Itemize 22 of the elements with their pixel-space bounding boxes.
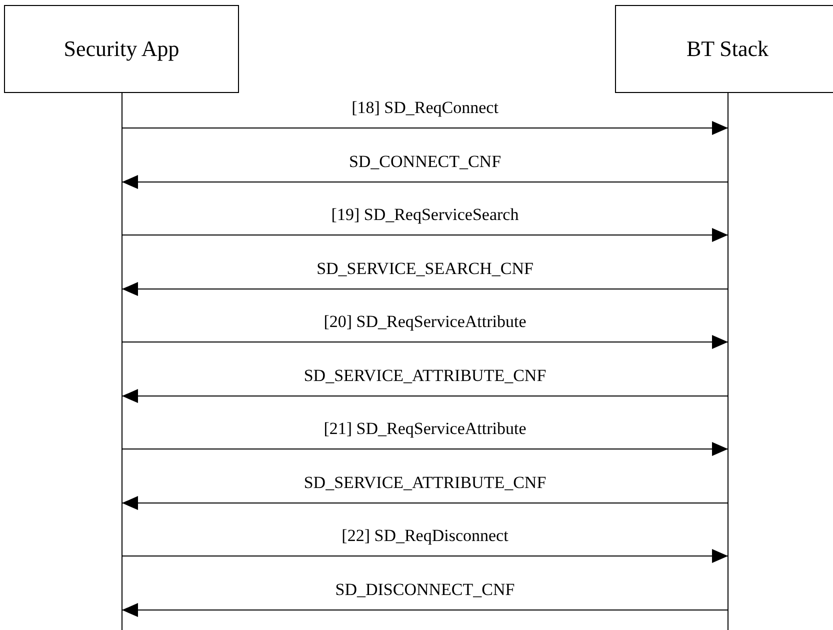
message-label: [18] SD_ReqConnect (352, 98, 498, 118)
participant-box: Security App (4, 5, 239, 93)
message-label: SD_SERVICE_SEARCH_CNF (316, 259, 534, 279)
participant-box: BT Stack (615, 5, 833, 93)
message-label: [21] SD_ReqServiceAttribute (324, 419, 526, 439)
message-label: SD_SERVICE_ATTRIBUTE_CNF (304, 366, 546, 386)
message-label: SD_CONNECT_CNF (348, 152, 502, 172)
message-arrow (122, 496, 728, 510)
message-arrow (122, 335, 728, 349)
message-label: [20] SD_ReqServiceAttribute (324, 312, 526, 332)
message-label: [22] SD_ReqDisconnect (342, 526, 508, 546)
message-arrow (122, 389, 728, 403)
message-label: SD_SERVICE_ATTRIBUTE_CNF (304, 473, 546, 493)
message-arrow (122, 282, 728, 296)
message-arrow (122, 228, 728, 242)
message-label: SD_DISCONNECT_CNF (335, 580, 515, 600)
message-arrow (122, 442, 728, 456)
message-arrow (122, 603, 728, 617)
message-label: [19] SD_ReqServiceSearch (331, 205, 519, 225)
message-arrow (122, 549, 728, 563)
message-arrow (122, 121, 728, 135)
message-arrow (122, 175, 728, 189)
